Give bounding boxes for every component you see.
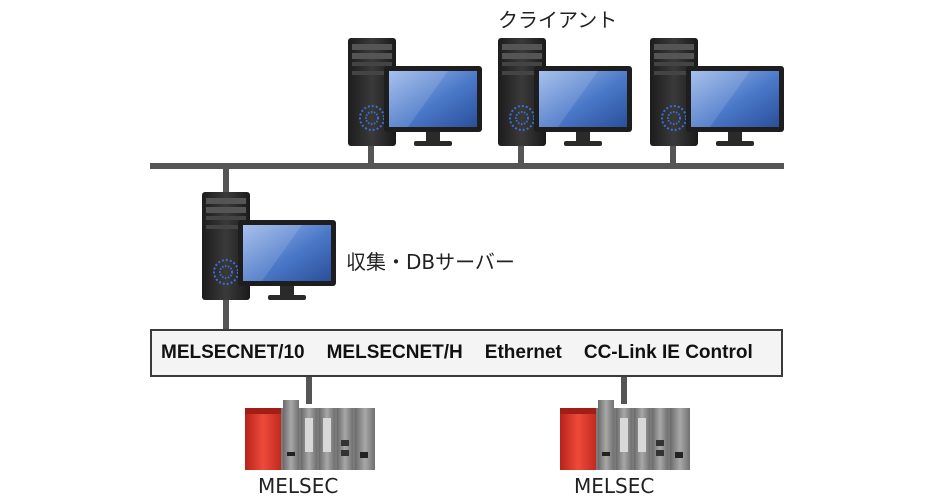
network-item-melsecneth: MELSECNET/H bbox=[326, 342, 463, 363]
server-label: 収集・DBサーバー bbox=[346, 250, 515, 274]
plc-unit-1 bbox=[245, 400, 375, 470]
network-item-melsecnet10: MELSECNET/10 bbox=[161, 342, 305, 363]
plc-label-2: MELSEC bbox=[574, 474, 655, 498]
client-computer-2 bbox=[497, 37, 633, 147]
plc-unit-2 bbox=[560, 400, 690, 470]
client-computer-1 bbox=[347, 37, 483, 147]
client-computer-3 bbox=[649, 37, 785, 147]
plc-label-1: MELSEC bbox=[258, 474, 339, 498]
network-item-cclink: CC-Link IE Control bbox=[583, 342, 753, 363]
clients-label: クライアント bbox=[498, 8, 618, 32]
network-item-ethernet: Ethernet bbox=[484, 342, 562, 363]
server-computer bbox=[201, 191, 337, 301]
network-bar: MELSECNET/10 MELSECNET/H Ethernet CC-Lin… bbox=[150, 329, 783, 377]
